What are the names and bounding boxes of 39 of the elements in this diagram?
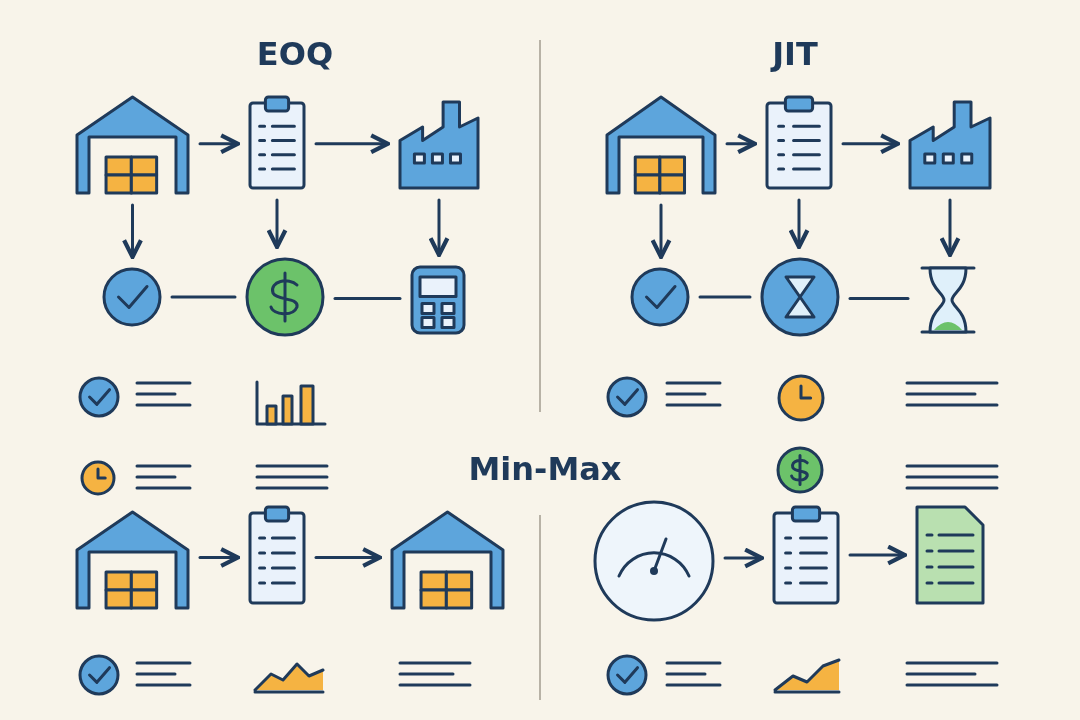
arrow: [198, 547, 241, 568]
hourglass-icon: [918, 265, 978, 335]
factory-icon: [398, 100, 480, 190]
arrow: [725, 133, 758, 155]
warehouse-icon: [75, 95, 190, 195]
clipboard-icon: [248, 95, 306, 190]
arrow: [314, 133, 391, 155]
check-circle-icon: [630, 267, 690, 327]
clipboard-icon: [765, 95, 833, 190]
arrow: [266, 198, 288, 250]
arrow: [788, 198, 810, 250]
calculator-icon: [410, 265, 466, 335]
document-icon: [915, 505, 985, 605]
warehouse-icon: [605, 95, 717, 195]
connector-line: [333, 297, 402, 300]
arrow: [650, 203, 672, 260]
section-title: EOQ: [256, 35, 334, 73]
connector-line: [848, 297, 910, 300]
section-title: JIT: [772, 35, 818, 73]
arrow: [428, 198, 450, 258]
warehouse-icon: [75, 510, 190, 610]
arrow: [939, 198, 961, 258]
arrow: [848, 544, 908, 566]
factory-icon: [908, 100, 992, 190]
check-circle-icon: [102, 267, 162, 327]
section-title: Min-Max: [468, 450, 622, 488]
arrow: [198, 133, 241, 155]
clipboard-icon: [248, 505, 306, 605]
arrow: [314, 547, 383, 568]
connector-line: [698, 295, 752, 299]
warehouse-icon: [390, 510, 505, 610]
hourglass-circle-icon: [760, 257, 840, 337]
arrow: [723, 547, 765, 569]
clipboard-icon: [772, 505, 840, 605]
gauge-icon: [593, 500, 715, 622]
connector-line: [170, 295, 237, 299]
dollar-circle-icon: [245, 257, 325, 337]
arrow: [122, 203, 143, 260]
arrow: [841, 133, 901, 155]
